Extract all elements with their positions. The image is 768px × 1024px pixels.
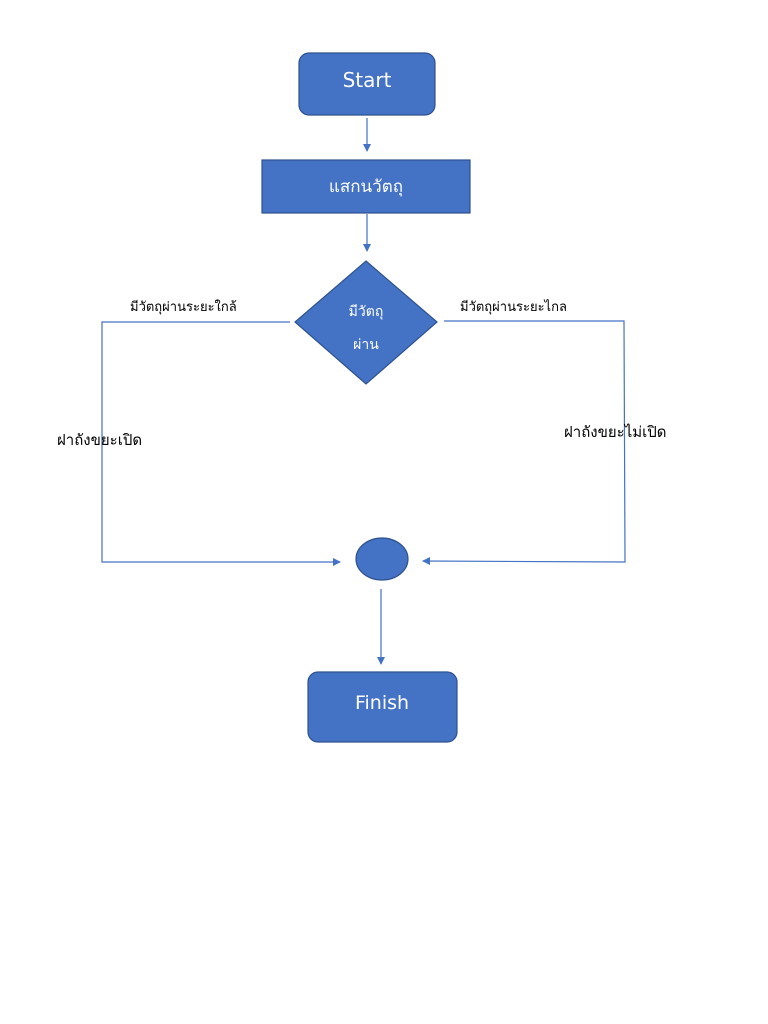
node-merge bbox=[355, 537, 409, 581]
node-start: Start bbox=[298, 52, 436, 116]
edge-label-left-action: ฝาถังขยะเปิด bbox=[57, 431, 142, 449]
edge-label-right-branch: มีวัตถุผ่านระยะไกล bbox=[460, 299, 567, 315]
node-scan: แสกนวัตถุ bbox=[261, 159, 471, 214]
edge-label-right-action: ฝาถังขยะไม่เปิด bbox=[564, 423, 667, 441]
edge-label-left-branch: มีวัตถุผ่านระยะใกล้ bbox=[130, 299, 237, 315]
edges bbox=[101, 118, 626, 665]
node-scan-label: แสกนวัตถุ bbox=[329, 177, 403, 197]
edge-right-branch bbox=[422, 320, 626, 566]
edge-left-branch bbox=[101, 321, 341, 566]
node-decision: มีวัตถุ ผ่าน bbox=[294, 260, 438, 385]
node-decision-label-line1: มีวัตถุ bbox=[349, 304, 384, 320]
node-finish: Finish bbox=[307, 671, 458, 743]
edge-labels: มีวัตถุผ่านระยะใกล้ มีวัตถุผ่านระยะไกล ฝ… bbox=[57, 299, 667, 449]
node-finish-label: Finish bbox=[355, 692, 409, 714]
node-decision-label-line2: ผ่าน bbox=[353, 337, 379, 353]
node-start-label: Start bbox=[343, 68, 392, 92]
